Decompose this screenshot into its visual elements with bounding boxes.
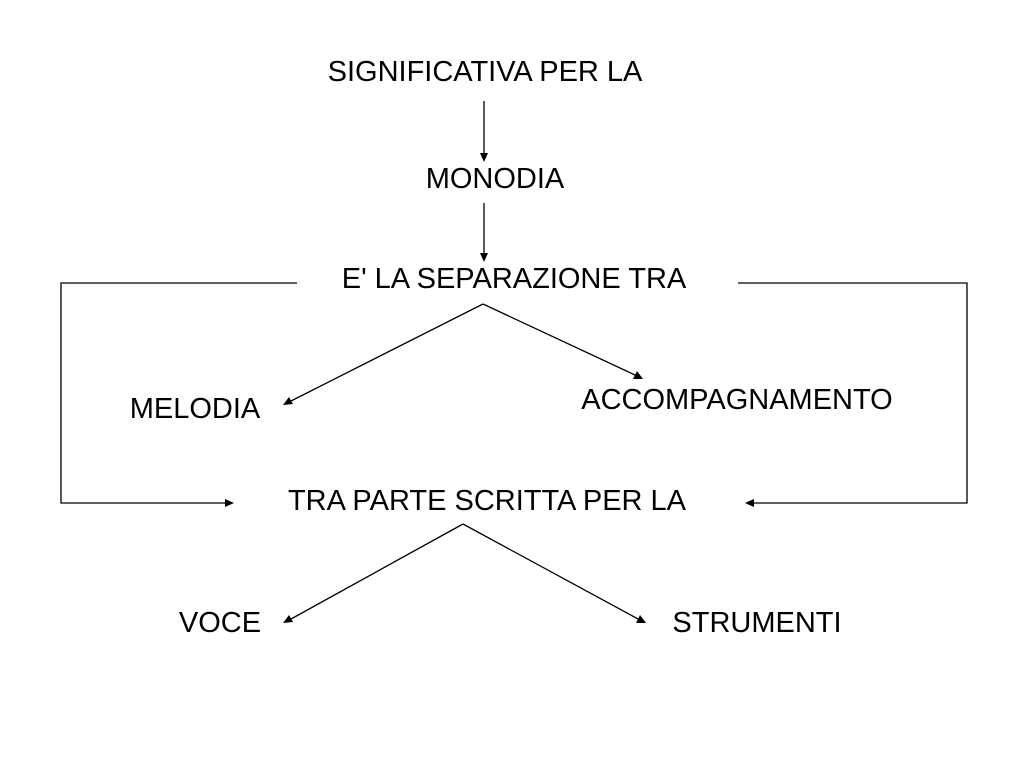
arrowhead-accompagnamento	[633, 371, 643, 379]
node-separazione: E' LA SEPARAZIONE TRA	[342, 263, 687, 295]
node-parte-scritta: TRA PARTE SCRITTA PER LA	[288, 485, 687, 517]
node-monodia: MONODIA	[426, 163, 565, 195]
connector-left-bracket	[60, 282, 297, 504]
node-melodia: MELODIA	[130, 393, 261, 425]
arrowhead-monodia	[480, 153, 488, 162]
connector-right-bracket	[738, 282, 968, 504]
arrowhead-voce	[283, 615, 293, 623]
connector-parte-scritta-voce	[290, 523, 464, 620]
node-accompagnamento: ACCOMPAGNAMENTO	[581, 384, 893, 416]
arrowhead-melodia	[283, 397, 293, 405]
connector-parte-scritta-strumenti	[462, 523, 639, 620]
connector-separazione-accompagnamento	[482, 303, 636, 376]
arrowhead-strumenti	[636, 615, 646, 623]
node-significativa-per-la: SIGNIFICATIVA PER LA	[328, 56, 643, 88]
node-strumenti: STRUMENTI	[672, 607, 841, 639]
connector-separazione-melodia	[290, 303, 484, 402]
node-voce: VOCE	[179, 607, 261, 639]
arrowhead-separazione	[480, 253, 488, 262]
arrowhead-parte-scritta-left	[225, 499, 234, 507]
arrowhead-parte-scritta-right	[745, 499, 754, 507]
